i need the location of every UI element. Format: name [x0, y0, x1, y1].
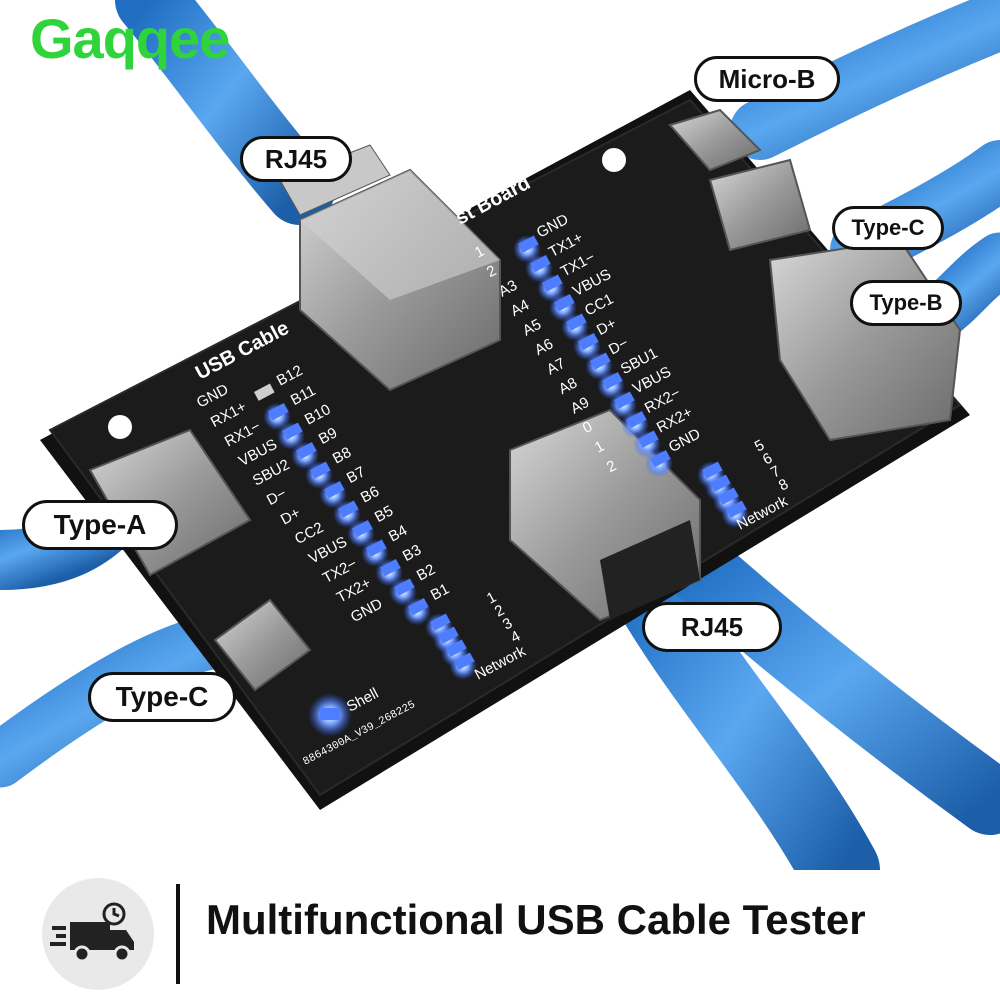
left-b-label: B2: [414, 561, 438, 585]
left-b-label: B4: [386, 522, 410, 546]
left-b-label: B6: [358, 483, 382, 507]
right-a-label: A7: [544, 355, 568, 379]
callout-rj45-top: RJ45: [240, 136, 352, 182]
usb-c-left-connector: [213, 598, 312, 692]
callout-type-c-right: Type-C: [832, 206, 944, 250]
callout-type-c-left: Type-C: [88, 672, 236, 722]
left-pin-led: [291, 441, 319, 470]
right-a-label: A3: [496, 277, 520, 301]
right-pin-led: [645, 449, 673, 478]
right-a-label: A4: [508, 296, 532, 320]
left-b-label: B3: [400, 541, 424, 565]
right-a-label: A6: [532, 335, 556, 359]
left-b-label: B9: [316, 424, 340, 448]
right-a-label: A9: [568, 394, 592, 418]
network-right-led: [721, 500, 749, 528]
usb-tester-illustration: USB Cable st Board GNDB12RX1+B11RX1−B10V…: [0, 0, 1000, 910]
callout-type-b: Type-B: [850, 280, 962, 326]
callout-micro-b: Micro-B: [694, 56, 840, 102]
left-b-label: B1: [428, 580, 452, 604]
fast-delivery-truck-icon: [42, 878, 154, 990]
left-pin-led: [254, 383, 275, 401]
usb-c-right-connector: [708, 158, 812, 252]
left-b-label: B7: [344, 463, 368, 487]
left-pin-led: [403, 597, 431, 626]
shell-led: [308, 693, 352, 737]
left-pin-led: [333, 500, 361, 528]
left-pin-led: [361, 539, 389, 567]
left-pin-led: [375, 558, 403, 587]
left-pin-led: [389, 578, 417, 606]
network-left-led: [449, 652, 477, 680]
left-pin-led: [277, 422, 305, 450]
callout-rj45-bottom: RJ45: [642, 602, 782, 652]
left-pin-led: [263, 402, 291, 431]
right-a-label: A8: [556, 374, 580, 398]
footer-banner: [0, 870, 1000, 1000]
left-pin-led: [319, 480, 347, 509]
left-b-label: B8: [330, 444, 354, 468]
left-pin-led: [347, 519, 375, 548]
callout-type-a: Type-A: [22, 500, 178, 550]
left-pin-led: [305, 461, 333, 489]
micro-b-connector: [668, 108, 762, 172]
left-b-label: B5: [372, 502, 396, 526]
footer-divider: [176, 884, 180, 984]
brand-logo-text: Gaqqee: [30, 7, 230, 70]
right-a-label: A5: [520, 316, 544, 340]
footer-title: Multifunctional USB Cable Tester: [206, 896, 866, 943]
